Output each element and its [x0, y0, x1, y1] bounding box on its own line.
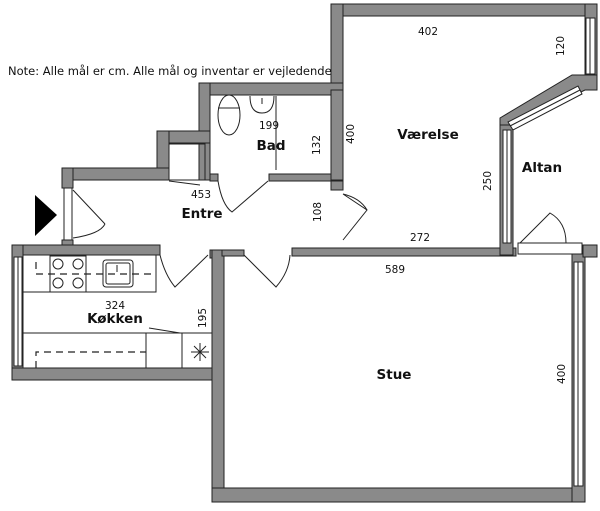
room-label-bad: Bad	[256, 138, 285, 154]
dim-entre-453: 453	[191, 189, 211, 201]
kitchen-door	[159, 254, 209, 288]
dim-vaerelse-width: 402	[418, 26, 438, 38]
walls	[11, 3, 598, 503]
windows	[13, 17, 596, 487]
bath-door	[217, 180, 269, 213]
dim-272: 272	[410, 232, 430, 244]
doors	[72, 180, 567, 288]
dim-stue-400: 400	[556, 364, 568, 384]
dim-bad-199: 199	[259, 120, 279, 132]
room-label-stue: Stue	[377, 367, 412, 383]
room-label-entre: Entre	[181, 206, 222, 222]
light-fixture-icon	[191, 343, 209, 361]
entrance-door	[72, 189, 106, 239]
dim-window-120: 120	[555, 36, 567, 56]
stove-icon	[49, 255, 87, 293]
living-door	[243, 254, 291, 288]
closet	[168, 143, 206, 181]
note-text: Note: Alle mål er cm. Alle mål og invent…	[8, 64, 332, 78]
toilet-icon	[217, 94, 241, 136]
room-label-altan: Altan	[522, 160, 562, 176]
kitchen-sink-icon	[102, 259, 134, 288]
bedroom-door	[342, 193, 368, 241]
fixtures	[22, 94, 277, 369]
entrance-arrow-icon	[35, 195, 57, 236]
dim-koekken-195: 195	[197, 308, 209, 328]
dim-bad-132: 132	[311, 135, 323, 155]
dim-stue-589: 589	[385, 264, 405, 276]
balcony-door	[519, 212, 567, 244]
bath-sink-icon	[249, 95, 277, 170]
dim-vaerelse-depth: 400	[345, 124, 357, 144]
room-label-vaerelse: Værelse	[397, 127, 459, 143]
dim-koekken-324: 324	[105, 300, 125, 312]
dim-250: 250	[482, 171, 494, 191]
dim-entre-108: 108	[312, 202, 324, 222]
room-label-koekken: Køkken	[87, 311, 143, 327]
